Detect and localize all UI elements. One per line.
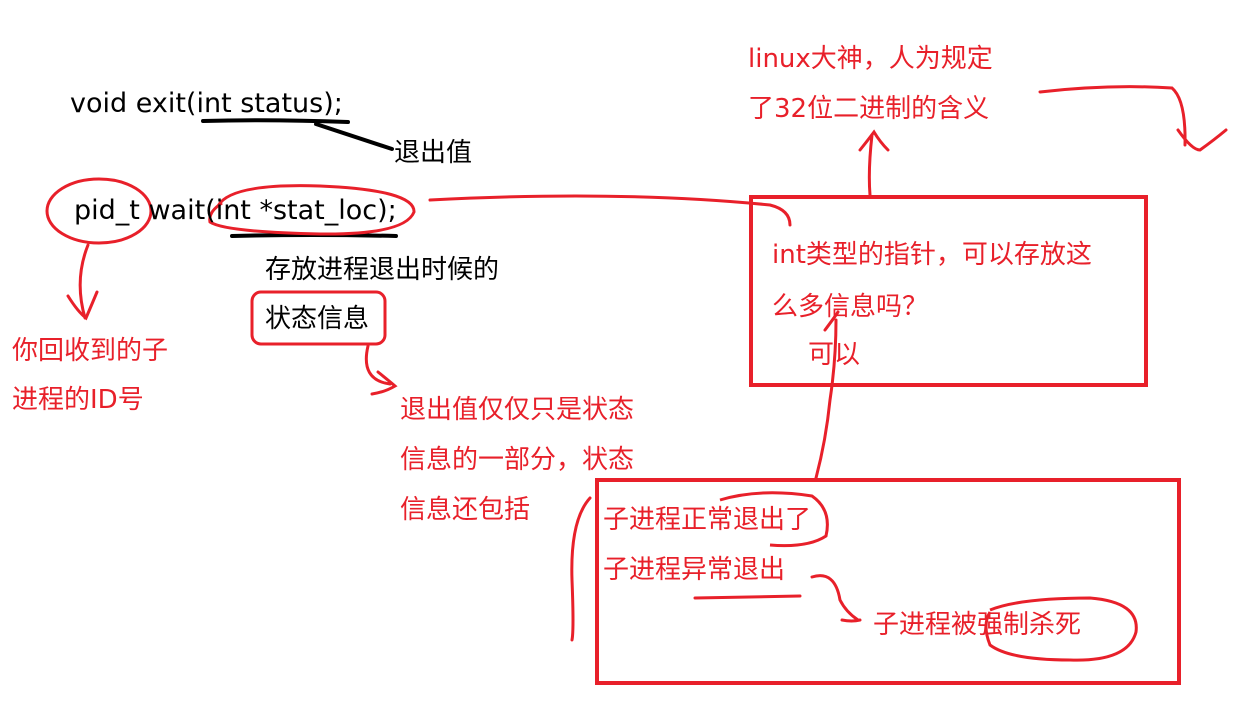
box-pointer-question bbox=[749, 195, 1148, 387]
linux-note-line2: 了32位二进制的含义 bbox=[748, 94, 990, 124]
wait-signature: pid_t wait(int *stat_loc); bbox=[74, 195, 397, 226]
status-note-line3: 信息还包括 bbox=[400, 495, 531, 525]
line-cases-to-box bbox=[814, 310, 840, 480]
box-exit-cases bbox=[595, 478, 1181, 685]
stat-loc-label-line2: 状态信息 bbox=[265, 304, 370, 334]
circle-normal bbox=[719, 491, 829, 548]
line-stat-loc-to-box bbox=[428, 194, 792, 227]
bracket-cases-left bbox=[570, 496, 592, 642]
arrow-abnormal-to-killed bbox=[810, 574, 862, 623]
box-status-info bbox=[250, 290, 387, 346]
circle-killed bbox=[984, 596, 1138, 662]
circle-stat-loc bbox=[208, 184, 416, 236]
pointer-question-line2: 么多信息吗？ bbox=[772, 292, 929, 322]
exit-signature: void exit(int status); bbox=[70, 88, 343, 119]
arrow-box-to-linux bbox=[858, 129, 890, 197]
arrow-pid-down bbox=[66, 243, 99, 321]
pointer-answer: 可以 bbox=[808, 340, 861, 370]
arrow-status-note bbox=[364, 344, 398, 396]
exit-value-label: 退出值 bbox=[394, 138, 473, 168]
pid-note-line2: 进程的ID号 bbox=[12, 385, 144, 415]
exit-case-abnormal: 子进程异常退出 bbox=[603, 555, 786, 585]
status-note-line2: 信息的一部分，状态 bbox=[400, 445, 635, 475]
exit-case-normal: 子进程正常退出了 bbox=[603, 505, 812, 535]
pointer-line-exit-value bbox=[314, 122, 394, 151]
stat-loc-label-line1: 存放进程退出时候的 bbox=[265, 255, 500, 285]
pointer-question-line1: int类型的指针，可以存放这 bbox=[772, 240, 1092, 270]
underline-abnormal bbox=[693, 594, 802, 600]
linux-note-line1: linux大神，人为规定 bbox=[748, 44, 993, 74]
pid-note-line1: 你回收到的子 bbox=[12, 336, 169, 366]
status-note-line1: 退出值仅仅只是状态 bbox=[400, 395, 635, 425]
underline-int-status bbox=[201, 118, 350, 124]
arrow-linux-right bbox=[1038, 85, 1228, 152]
exit-case-killed: 子进程被强制杀死 bbox=[873, 610, 1082, 640]
circle-pid-t bbox=[45, 177, 153, 245]
